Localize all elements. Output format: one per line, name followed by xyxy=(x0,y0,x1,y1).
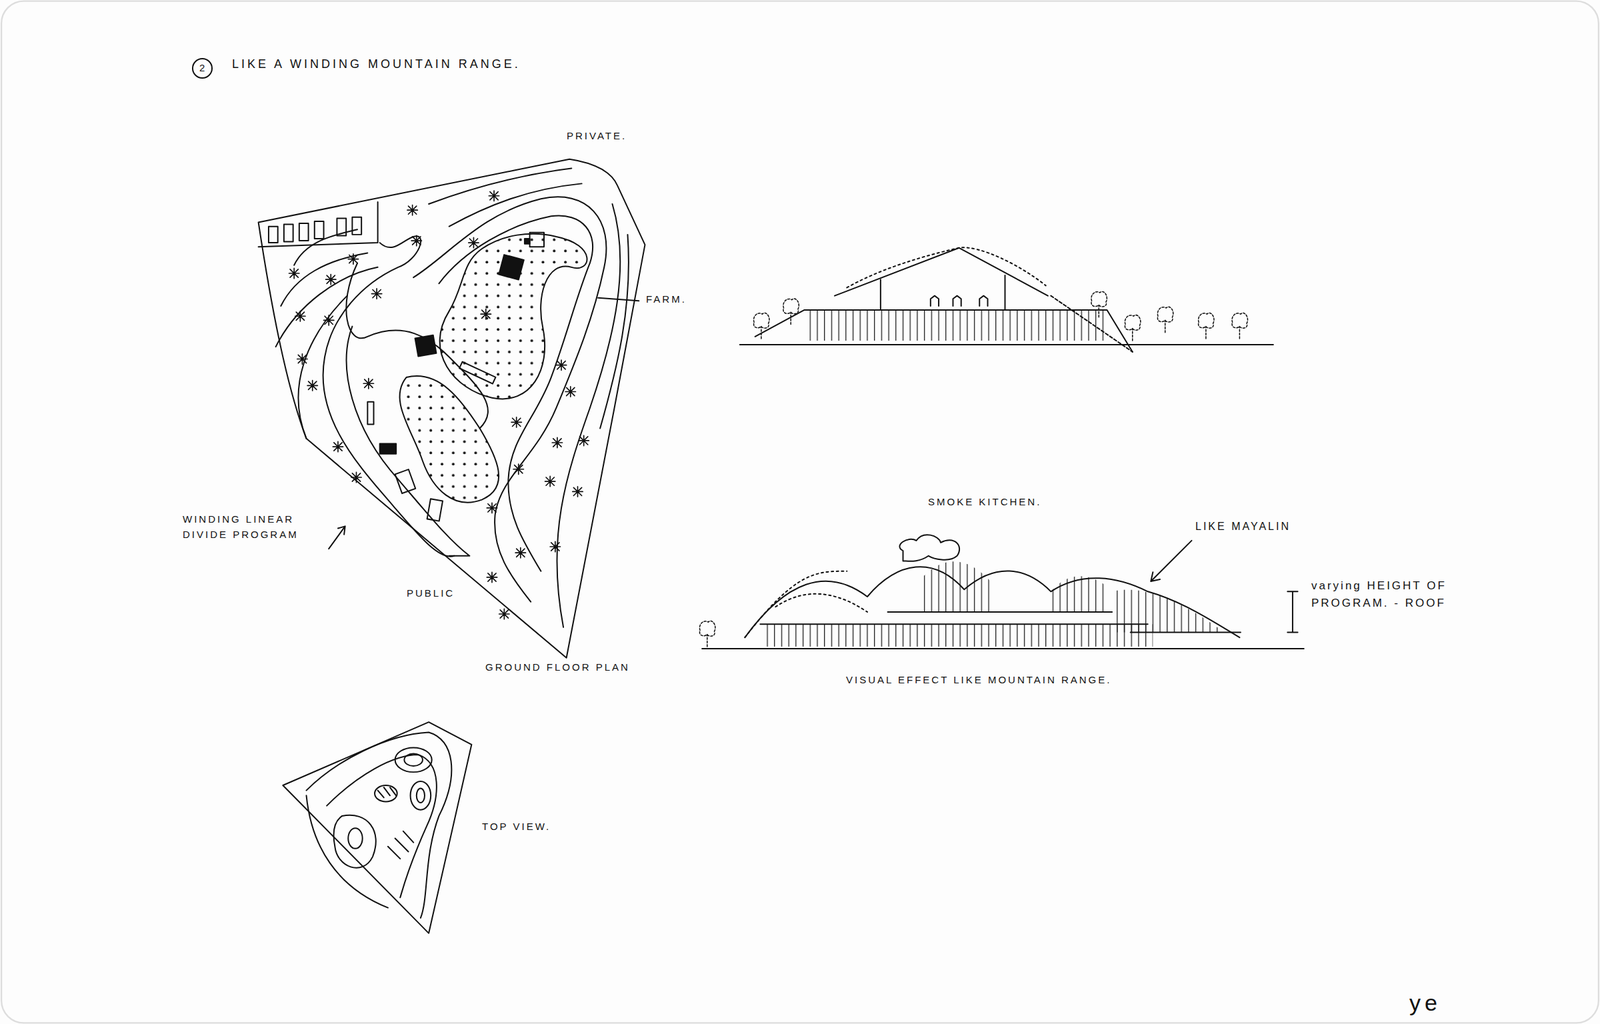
note-text: WINDING LINEAR DIVIDE PROGRAM xyxy=(181,512,324,542)
zone-label: FARM. xyxy=(644,292,688,308)
drawing-title: TOP VIEW. xyxy=(480,819,552,835)
zone-label: PUBLIC xyxy=(405,586,456,602)
drawing-title: VISUAL EFFECT LIKE MOUNTAIN RANGE. xyxy=(844,672,1113,688)
sketch-title: LIKE A WINDING MOUNTAIN RANGE. xyxy=(230,57,522,72)
watermark: ye xyxy=(1408,986,1443,1020)
note-text: varying HEIGHT OF PROGRAM. - ROOF xyxy=(1310,577,1466,612)
note-text: SMOKE KITCHEN. xyxy=(926,494,1043,510)
note-text: LIKE MAYALIN xyxy=(1194,518,1292,535)
drawing-title: GROUND FLOOR PLAN xyxy=(484,660,632,676)
zone-label: PRIVATE. xyxy=(565,128,628,144)
callout-number: 2 xyxy=(199,60,205,76)
